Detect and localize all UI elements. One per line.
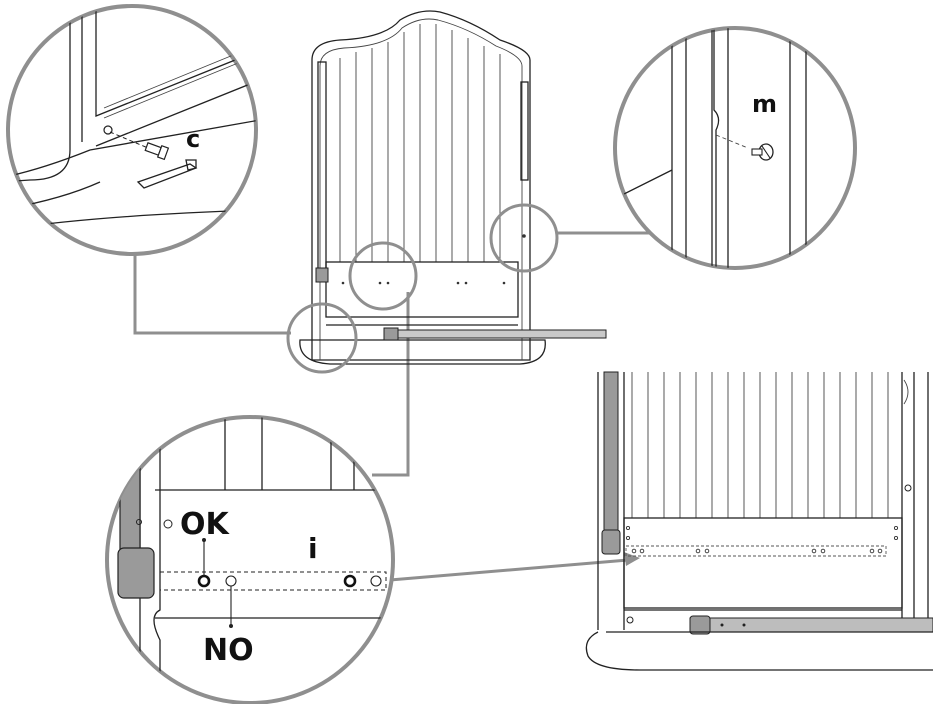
- hole-no-left: [225, 575, 237, 587]
- callout-ring-panel: [348, 241, 418, 311]
- headboard-slats: [339, 24, 501, 262]
- callout-ring-corner: [286, 302, 358, 374]
- dowel-strip: [159, 571, 387, 591]
- detail-c-magnifier: c: [6, 4, 258, 256]
- callout-connectors: [133, 231, 652, 582]
- label-c: c: [186, 125, 200, 153]
- detail-m-magnifier: m: [613, 26, 857, 270]
- detail-pointer-arrow: [389, 558, 629, 582]
- callout-ring-latch: [489, 203, 559, 273]
- label-no: NO: [203, 633, 254, 668]
- label-ok: OK: [180, 507, 231, 542]
- detail-i-magnifier: OK i NO: [105, 415, 395, 704]
- hole-ok-right: [343, 574, 357, 588]
- crib-headboard: [299, 10, 607, 365]
- label-m: m: [752, 90, 777, 118]
- label-i: i: [308, 532, 318, 565]
- hole-ok-left: [197, 574, 211, 588]
- lower-panel-detail: [585, 371, 933, 671]
- hole-no-right: [370, 575, 382, 587]
